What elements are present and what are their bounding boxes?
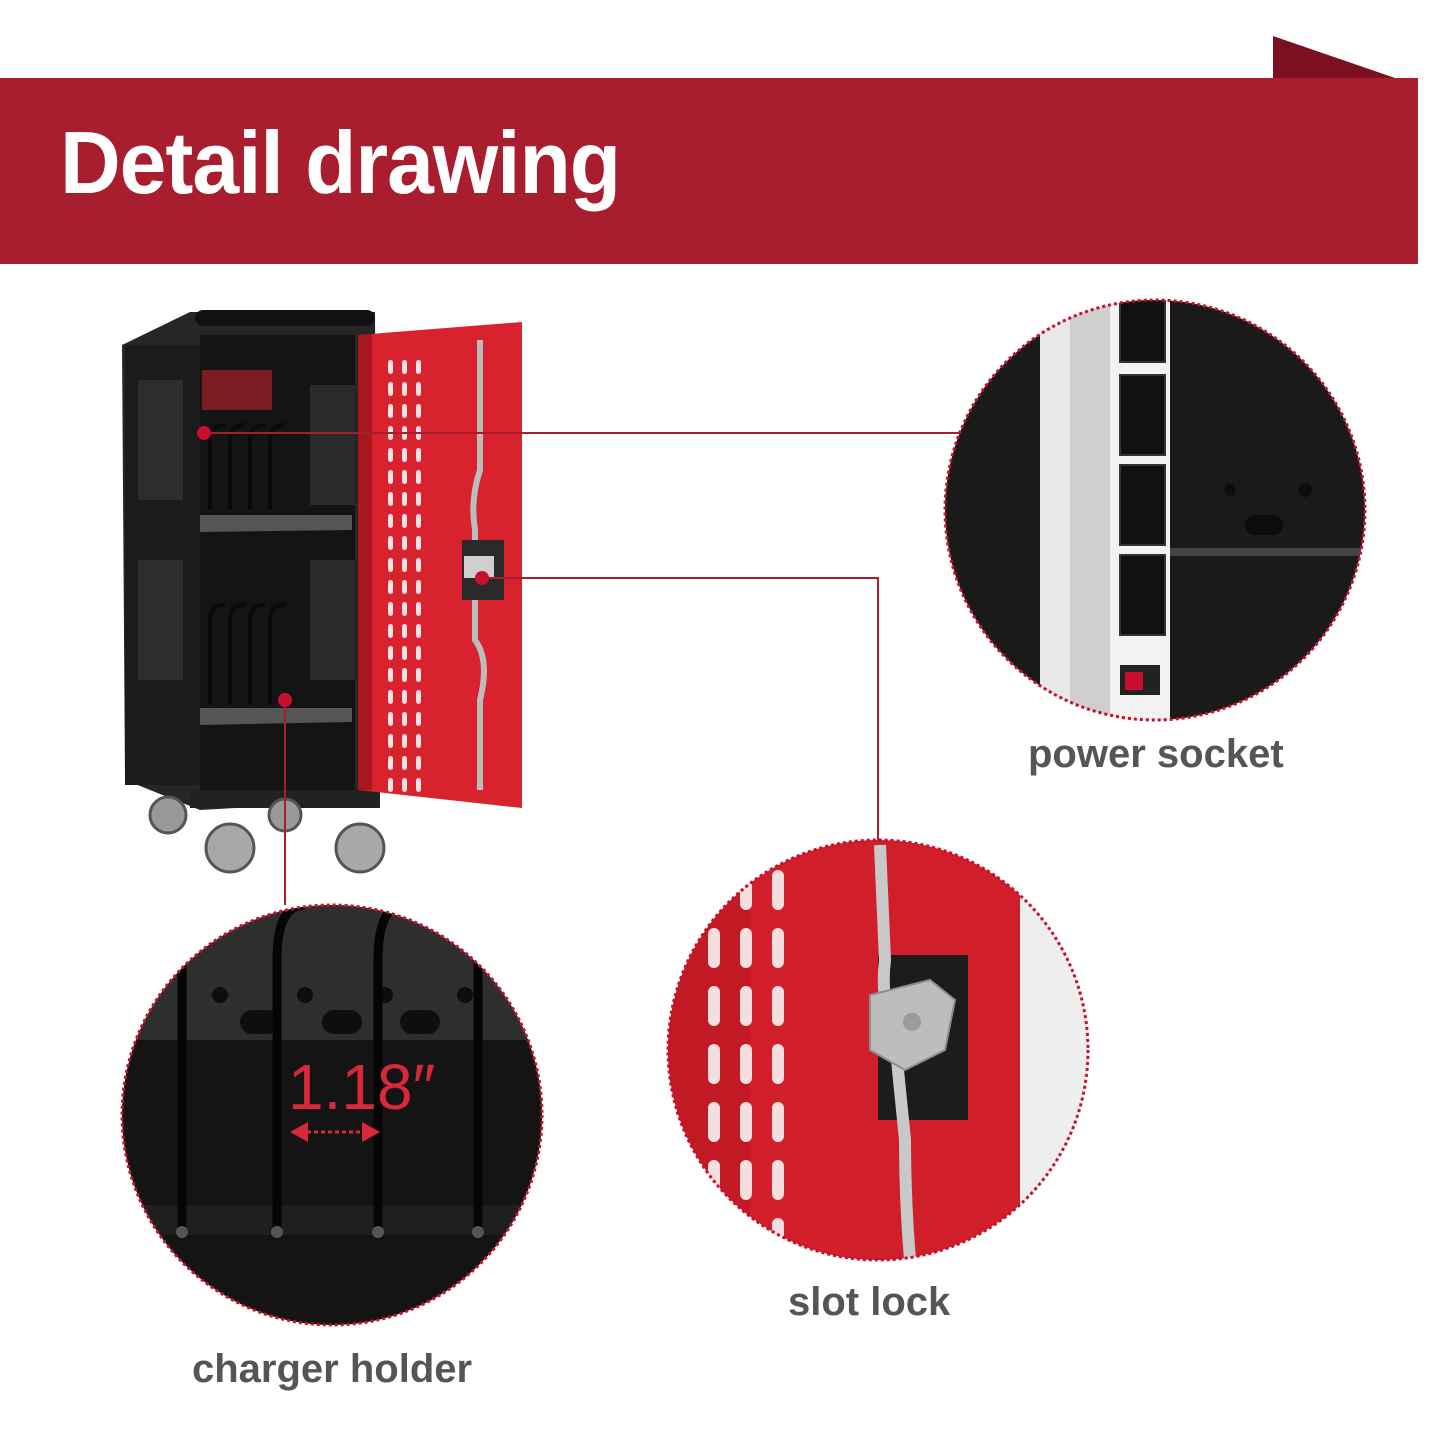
slot-hole bbox=[388, 382, 393, 396]
slot-hole bbox=[402, 448, 407, 462]
slot-hole bbox=[416, 668, 421, 682]
label-charger-holder: charger holder bbox=[192, 1347, 473, 1391]
slot-hole bbox=[402, 690, 407, 704]
slot-hole bbox=[740, 1044, 752, 1084]
slot-hole bbox=[772, 870, 784, 910]
slot-hole bbox=[402, 404, 407, 418]
slot-hole bbox=[708, 986, 720, 1026]
slot-hole bbox=[772, 1044, 784, 1084]
outlet-icons bbox=[1119, 300, 1166, 636]
slot-hole bbox=[402, 558, 407, 572]
slot-hole bbox=[740, 928, 752, 968]
slot-hole bbox=[388, 404, 393, 418]
slot-hole bbox=[388, 602, 393, 616]
slot-hole bbox=[402, 646, 407, 660]
cabinet-illustration bbox=[122, 310, 522, 874]
slot-hole bbox=[402, 514, 407, 528]
slot-hole bbox=[740, 1218, 752, 1258]
slot-hole bbox=[708, 928, 720, 968]
slot-hole bbox=[708, 1044, 720, 1084]
slot-hole bbox=[416, 470, 421, 484]
slot-hole bbox=[416, 514, 421, 528]
caster-wheels bbox=[148, 795, 386, 874]
slot-hole bbox=[416, 404, 421, 418]
slot-hole bbox=[416, 448, 421, 462]
dot-slot-lock bbox=[475, 571, 489, 585]
slot-hole bbox=[388, 448, 393, 462]
slot-hole bbox=[416, 382, 421, 396]
zoom-frame-charger bbox=[120, 903, 544, 1327]
slot-hole bbox=[772, 1102, 784, 1142]
slot-hole bbox=[416, 712, 421, 726]
slot-hole bbox=[708, 1102, 720, 1142]
slot-hole bbox=[740, 1102, 752, 1142]
slot-hole bbox=[772, 1160, 784, 1200]
slot-hole bbox=[388, 514, 393, 528]
dot-charger-holder bbox=[278, 693, 292, 707]
slot-hole bbox=[388, 536, 393, 550]
slot-hole bbox=[388, 492, 393, 506]
page-title: Detail drawing bbox=[60, 113, 621, 212]
zoom-frame-lock bbox=[666, 838, 1090, 1262]
slot-hole bbox=[388, 624, 393, 638]
slot-hole bbox=[388, 668, 393, 682]
slot-hole bbox=[416, 734, 421, 748]
slot-hole bbox=[388, 734, 393, 748]
slot-hole bbox=[388, 690, 393, 704]
slot-hole bbox=[402, 668, 407, 682]
slot-hole bbox=[708, 870, 720, 910]
callout-dots bbox=[197, 426, 489, 707]
slot-hole bbox=[416, 778, 421, 792]
slot-hole bbox=[416, 602, 421, 616]
slot-hole bbox=[416, 536, 421, 550]
slot-hole bbox=[402, 536, 407, 550]
slot-hole bbox=[402, 734, 407, 748]
slot-hole bbox=[402, 580, 407, 594]
zoom-slot-lock bbox=[668, 840, 1088, 1260]
label-slot-lock: slot lock bbox=[788, 1280, 951, 1324]
slot-hole bbox=[388, 778, 393, 792]
slot-hole bbox=[402, 756, 407, 770]
slot-hole bbox=[772, 986, 784, 1026]
slot-hole bbox=[388, 360, 393, 374]
slot-hole bbox=[416, 558, 421, 572]
slot-hole bbox=[402, 712, 407, 726]
slot-hole bbox=[402, 492, 407, 506]
slot-hole bbox=[416, 360, 421, 374]
slot-hole bbox=[388, 712, 393, 726]
slot-hole bbox=[416, 690, 421, 704]
spacing-dimension: 1.18″ bbox=[288, 1051, 436, 1123]
slot-hole bbox=[402, 360, 407, 374]
label-power-socket: power socket bbox=[1028, 732, 1284, 776]
slot-hole bbox=[388, 646, 393, 660]
slot-hole bbox=[416, 756, 421, 770]
slot-hole bbox=[402, 602, 407, 616]
slot-hole bbox=[772, 928, 784, 968]
dot-power-socket bbox=[197, 426, 211, 440]
banner-fold bbox=[1273, 36, 1395, 78]
slot-hole bbox=[740, 1160, 752, 1200]
slot-hole bbox=[416, 580, 421, 594]
slot-hole bbox=[388, 470, 393, 484]
slot-hole bbox=[416, 492, 421, 506]
zoom-power-socket bbox=[945, 300, 1365, 720]
door-slots bbox=[388, 360, 421, 792]
zoom-frame-power bbox=[943, 298, 1367, 722]
slot-hole bbox=[402, 624, 407, 638]
slot-hole bbox=[388, 558, 393, 572]
slot-hole bbox=[708, 1218, 720, 1258]
slot-hole bbox=[416, 624, 421, 638]
slot-hole bbox=[388, 756, 393, 770]
callout-connectors bbox=[204, 432, 960, 905]
slot-hole bbox=[416, 646, 421, 660]
slot-hole bbox=[740, 986, 752, 1026]
slot-hole bbox=[402, 382, 407, 396]
slot-hole bbox=[388, 580, 393, 594]
header-banner bbox=[0, 78, 1418, 264]
power-switch-icon bbox=[1125, 672, 1143, 690]
slot-hole bbox=[402, 778, 407, 792]
slot-hole bbox=[402, 470, 407, 484]
